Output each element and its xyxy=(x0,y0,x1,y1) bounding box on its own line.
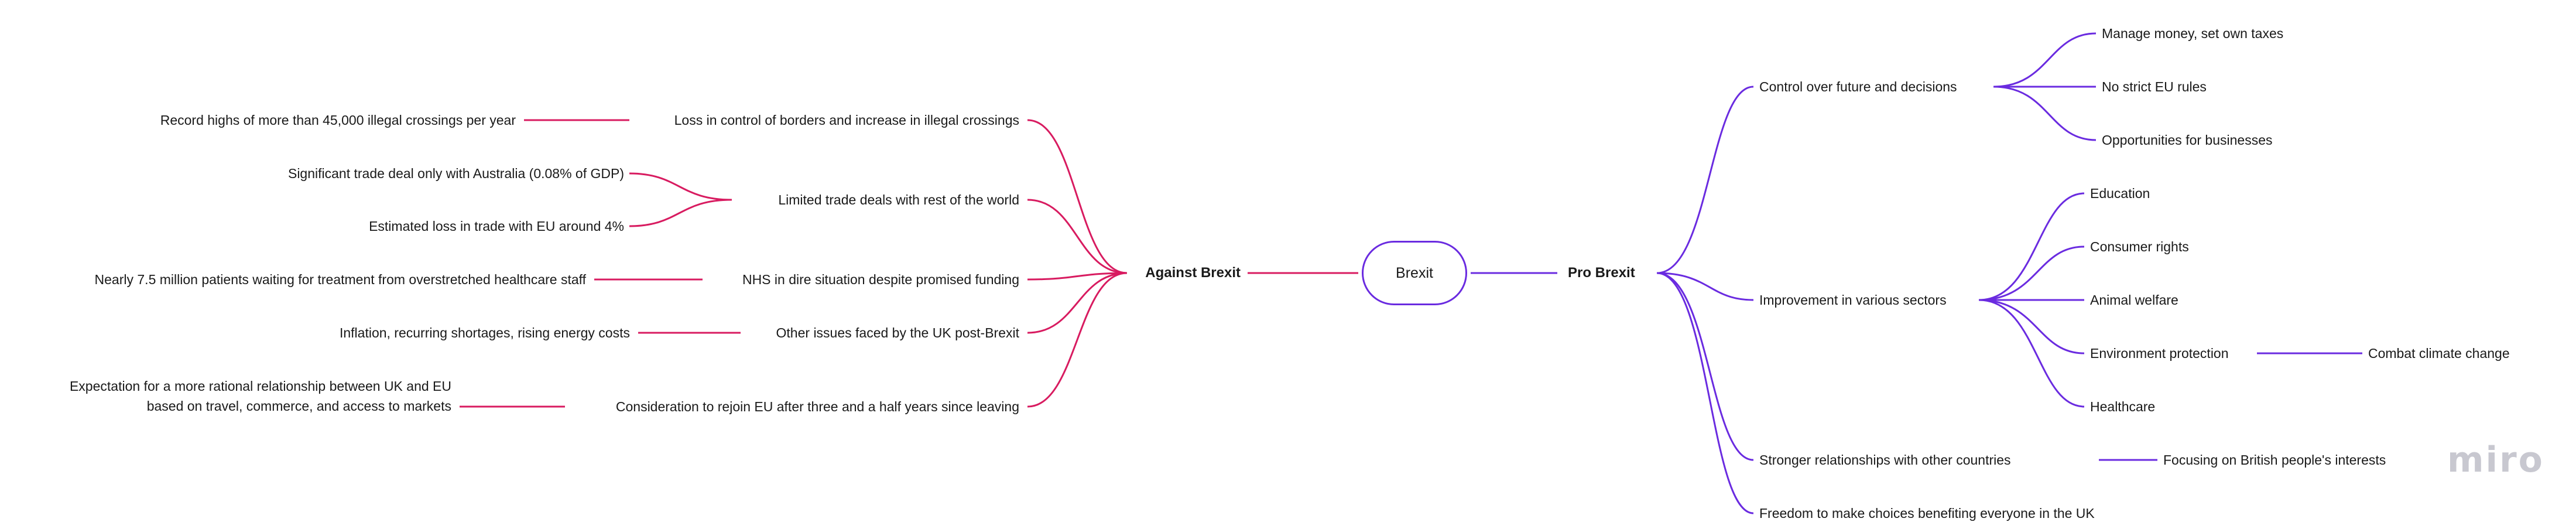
link-against-nhs xyxy=(1027,272,1128,281)
miro-logo: miro xyxy=(2447,439,2544,480)
node-british-interests[interactable]: Focusing on British people's interests xyxy=(2163,452,2386,468)
node-trade-deals[interactable]: Limited trade deals with rest of the wor… xyxy=(778,192,1019,207)
link-pro-sectors xyxy=(1656,272,1754,301)
node-manage-money[interactable]: Manage money, set own taxes xyxy=(2102,26,2284,41)
against-brexit-node[interactable]: Against Brexit xyxy=(1145,265,1241,281)
link-control-business xyxy=(1993,86,2097,141)
node-rational-relationship[interactable]: Expectation for a more rational relation… xyxy=(69,378,451,414)
node-australia-deal[interactable]: Significant trade deal only with Austral… xyxy=(287,166,624,181)
link-sectors-consumer xyxy=(1978,245,2085,301)
node-business-opportunities[interactable]: Opportunities for businesses xyxy=(2102,132,2273,148)
link-control-money xyxy=(1993,32,2097,88)
node-eu-trade-loss[interactable]: Estimated loss in trade with EU around 4… xyxy=(369,219,624,234)
root-node[interactable]: Brexit xyxy=(1362,241,1467,305)
node-education[interactable]: Education xyxy=(2090,186,2150,201)
link-against-borders xyxy=(1027,119,1128,274)
pro-brexit-node[interactable]: Pro Brexit xyxy=(1568,265,1635,281)
node-stronger-relationships[interactable]: Stronger relationships with other countr… xyxy=(1759,452,2011,468)
node-nhs[interactable]: NHS in dire situation despite promised f… xyxy=(742,272,1019,287)
node-other-issues[interactable]: Other issues faced by the UK post-Brexit xyxy=(776,325,1019,340)
node-consumer-rights[interactable]: Consumer rights xyxy=(2090,239,2189,254)
node-environment-protection[interactable]: Environment protection xyxy=(2090,346,2229,361)
node-animal-welfare[interactable]: Animal welfare xyxy=(2090,292,2178,308)
node-illegal-crossings[interactable]: Record highs of more than 45,000 illegal… xyxy=(160,112,516,128)
node-patients-waiting[interactable]: Nearly 7.5 million patients waiting for … xyxy=(94,272,586,287)
node-no-eu-rules[interactable]: No strict EU rules xyxy=(2102,79,2207,94)
node-borders[interactable]: Loss in control of borders and increase … xyxy=(674,112,1019,128)
node-sector-improvement[interactable]: Improvement in various sectors xyxy=(1759,292,1947,308)
link-pro-freedom xyxy=(1656,272,1754,514)
link-sectors-environment xyxy=(1978,299,2085,354)
node-freedom-choices[interactable]: Freedom to make choices benefiting every… xyxy=(1759,506,2095,521)
link-trade-eu xyxy=(629,199,732,227)
link-pro-relationships xyxy=(1656,272,1754,461)
link-trade-australia xyxy=(629,172,732,201)
node-rejoin-eu[interactable]: Consideration to rejoin EU after three a… xyxy=(615,399,1019,414)
link-pro-control xyxy=(1656,86,1754,274)
node-climate-change[interactable]: Combat climate change xyxy=(2368,346,2510,361)
link-sectors-education xyxy=(1978,192,2085,301)
node-control-future[interactable]: Control over future and decisions xyxy=(1759,79,1957,94)
node-healthcare[interactable]: Healthcare xyxy=(2090,399,2156,414)
link-against-trade xyxy=(1027,199,1128,274)
link-against-issues xyxy=(1027,272,1128,334)
node-inflation[interactable]: Inflation, recurring shortages, rising e… xyxy=(339,325,630,340)
link-sectors-healthcare xyxy=(1978,299,2085,408)
link-against-rejoin xyxy=(1027,272,1128,408)
